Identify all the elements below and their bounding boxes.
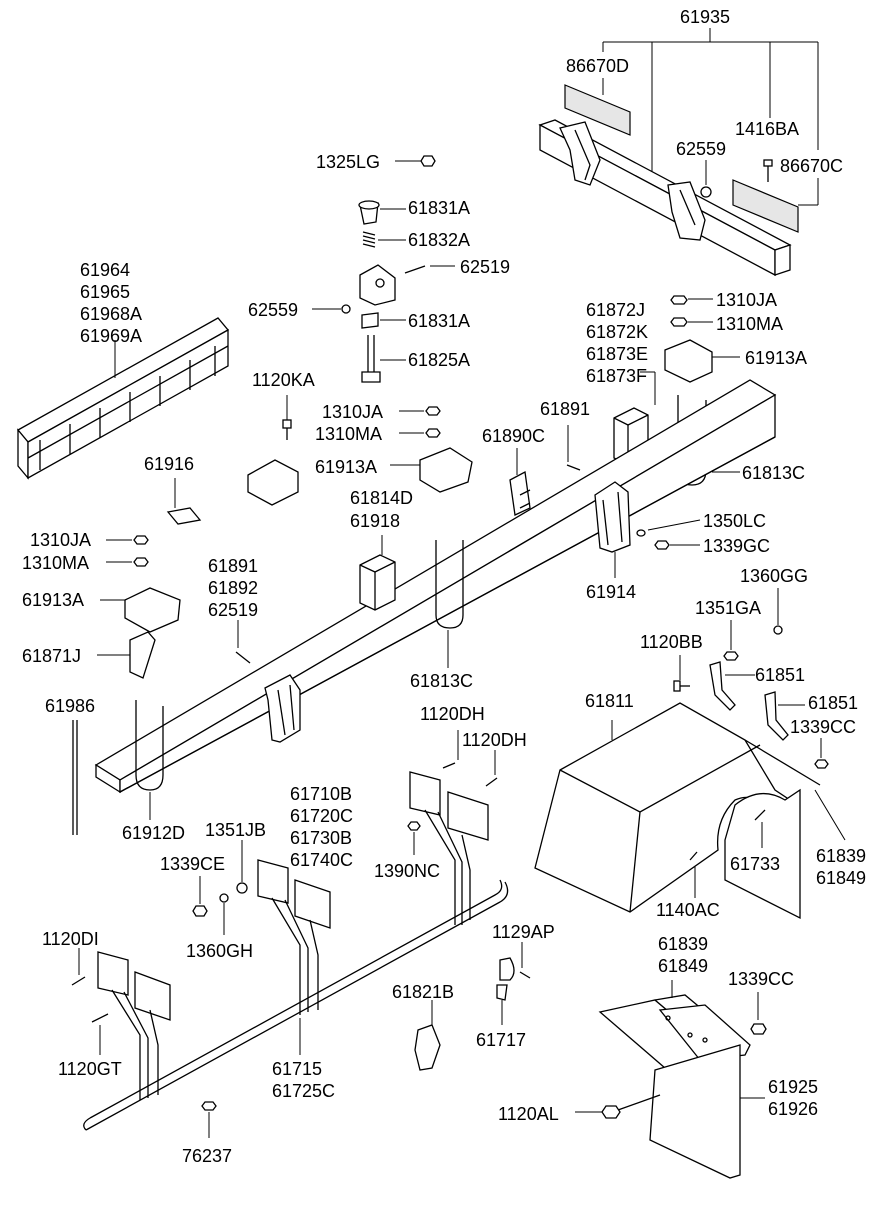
label-61873E: 61873E [586,344,648,364]
label-86670C: 86670C [780,156,843,176]
label-76237: 76237 [182,1146,232,1166]
label-61916: 61916 [144,454,194,474]
label-61914: 61914 [586,582,636,602]
label-61733: 61733 [730,854,780,874]
label-1120BB: 1120BB [640,632,703,652]
label-1120GT: 1120GT [58,1059,122,1079]
label-1120AL: 1120AL [498,1104,559,1124]
label-61839-right: 61839 [816,846,866,866]
label-61831A-top: 61831A [408,198,470,218]
crossmember-assembly [538,28,819,277]
label-61814D: 61814D [350,488,413,508]
label-61849-lower: 61849 [658,956,708,976]
fender [534,702,846,920]
label-61717: 61717 [476,1030,526,1050]
label-61986: 61986 [45,696,95,716]
label-1339CC-lower: 1339CC [728,969,794,989]
label-1325LG: 1325LG [316,152,380,172]
label-61964: 61964 [80,260,130,280]
center-small-parts [166,395,581,555]
label-62559: 62559 [676,139,726,159]
frame-rail [94,379,777,820]
label-1350LC: 1350LC [703,511,766,531]
label-61872K: 61872K [586,322,648,342]
label-61825A: 61825A [408,350,470,370]
label-61913A-top: 61913A [745,348,807,368]
label-61832A: 61832A [408,230,470,250]
label-61839-lower: 61839 [658,934,708,954]
label-61918: 61918 [350,511,400,531]
label-61851-lower: 61851 [808,693,858,713]
mudflap-assembly [575,980,767,1179]
label-61913A-left: 61913A [22,590,84,610]
label-1339CC-upper: 1339CC [790,717,856,737]
label-1120DI: 1120DI [42,929,99,949]
label-61710B: 61710B [290,784,352,804]
label-1310MA-left: 1310MA [22,553,89,573]
label-61926: 61926 [768,1099,818,1119]
label-1351JB: 1351JB [205,820,266,840]
hanger-hardware [614,519,701,578]
label-1390NC: 1390NC [374,861,440,881]
label-61891-left: 61891 [208,556,258,576]
label-61813C-right: 61813C [742,463,805,483]
label-61873F: 61873F [586,366,647,386]
label-1310JA-left: 1310JA [30,530,91,550]
label-1360GH: 1360GH [186,941,253,961]
label-1120DH-upper: 1120DH [420,704,485,724]
label-61892: 61892 [208,578,258,598]
label-62519-left: 62519 [208,600,258,620]
label-61969A: 61969A [80,326,142,346]
label-61890C: 61890C [482,426,545,446]
label-1310JA-mid: 1310JA [322,402,383,422]
label-1120DH-lower: 1120DH [462,730,527,750]
label-61925: 61925 [768,1077,818,1097]
label-1351GA: 1351GA [695,598,761,618]
label-61935: 61935 [680,7,730,27]
label-61730B: 61730B [290,828,352,848]
label-61715: 61715 [272,1059,322,1079]
label-1416BA: 1416BA [735,119,799,139]
rack-rail [16,317,230,480]
label-61872J: 61872J [586,300,645,320]
label-61821B: 61821B [392,982,454,1002]
label-61740C: 61740C [290,850,353,870]
label-86670D: 86670D [566,56,629,76]
label-61965: 61965 [80,282,130,302]
label-61811: 61811 [585,691,634,711]
step-assembly [71,730,509,1138]
label-1129AP: 1129AP [492,922,555,942]
shackle-stack [312,155,455,383]
label-61849-right: 61849 [816,868,866,888]
label-61725C: 61725C [272,1081,335,1101]
label-1140AC: 1140AC [656,900,720,920]
label-61891-top: 61891 [540,399,590,419]
label-1339GC: 1339GC [703,536,770,556]
label-61871J: 61871J [22,646,81,666]
label-1120KA: 1120KA [252,370,315,390]
label-1310MA-mid: 1310MA [315,424,382,444]
label-61813C-middle: 61813C [410,671,473,691]
label-1310MA-top: 1310MA [716,314,783,334]
fender-hardware [673,588,829,769]
left-mid-parts [72,535,251,835]
label-61851-upper: 61851 [755,665,805,685]
label-61913A-mid: 61913A [315,457,377,477]
label-1339CE: 1339CE [160,854,225,874]
label-1310JA-top: 1310JA [716,290,777,310]
label-1360GG: 1360GG [740,566,808,586]
label-61720C: 61720C [290,806,353,826]
label-62559-mid: 62559 [248,300,298,320]
clip-parts [414,942,531,1071]
label-62519-top: 62519 [460,257,510,277]
label-61968A: 61968A [80,304,142,324]
label-61831A-lower: 61831A [408,311,470,331]
label-61912D: 61912D [122,823,185,843]
